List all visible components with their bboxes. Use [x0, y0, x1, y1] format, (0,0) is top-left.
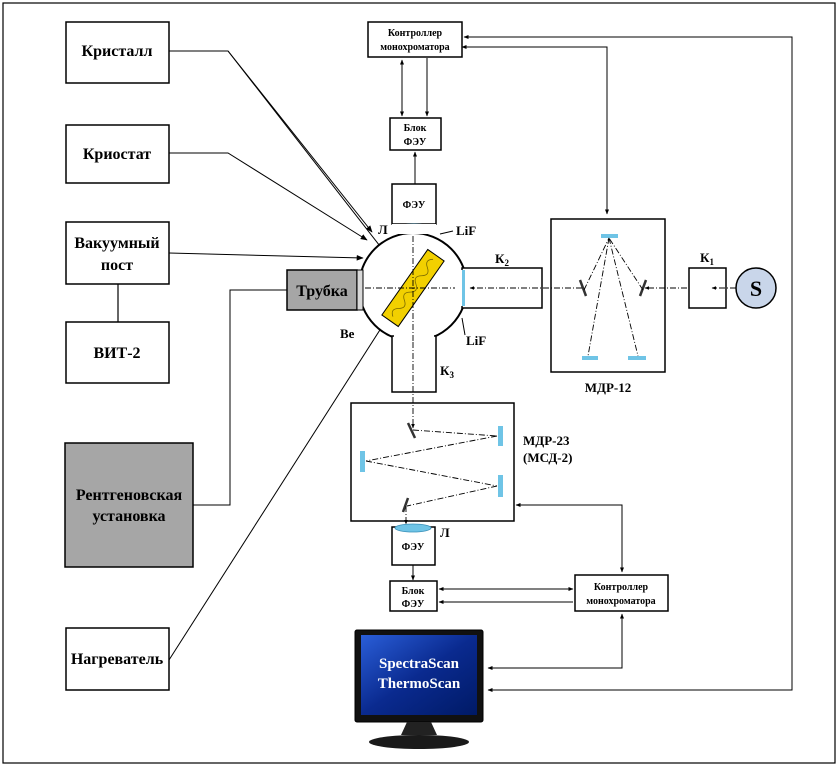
bottom-controller-line1: Контроллер [594, 582, 649, 593]
bottom-lif-label: LiF [466, 333, 486, 348]
bottom-pmt-box: ФЭУ [391, 526, 436, 566]
vacuum-label-line2: пост [101, 257, 133, 274]
be-window [356, 269, 364, 311]
bottom-pmt-block-box: Блок ФЭУ [389, 580, 438, 612]
chamber-beams [365, 236, 455, 342]
right-lif-window [462, 270, 465, 306]
vacuum-label-line1: Вакуумный [74, 235, 159, 252]
mdr12-monochromator [550, 218, 666, 373]
left-connectors [168, 50, 409, 661]
computer-monitor: SpectraScan ThermoScan [354, 629, 484, 749]
bottom-port [391, 330, 437, 393]
mdr23-slit-top [406, 422, 417, 439]
bottom-block-line2: ФЭУ [402, 599, 425, 610]
k2-label: К2 [495, 251, 509, 268]
k1-label: К1 [700, 250, 714, 267]
source-label: S [750, 276, 762, 301]
mdr23-label-line2: (МСД-2) [523, 450, 572, 465]
mdr12-right-mirror [628, 356, 646, 360]
bottom-lens-label: Л [440, 525, 450, 540]
mdr23-mirror-left [360, 451, 365, 472]
crystal-box: Кристалл [65, 21, 170, 84]
bottom-controller-line2: монохроматора [586, 596, 655, 607]
xray-label-line1: Рентгеновская [76, 487, 183, 504]
screen-text-line1: SpectraScan [379, 656, 460, 672]
heater-label: Нагреватель [71, 651, 164, 668]
top-controller-line2: монохроматора [380, 42, 449, 53]
mdr23-mirror-bottom-right [498, 475, 503, 497]
top-block-line1: Блок [404, 123, 427, 134]
bottom-pmt-label: ФЭУ [402, 542, 425, 553]
xray-tube: Трубка [286, 269, 358, 311]
bottom-controller-box: Контроллер монохроматора [574, 574, 669, 612]
top-pmt-block-box: Блок ФЭУ [389, 117, 442, 151]
light-source: S [735, 267, 777, 309]
top-lens-label: Л [378, 222, 388, 237]
mdr23-monochromator [350, 402, 515, 522]
mdr12-slit-right [638, 279, 648, 297]
mdr23-label-line1: МДР-23 [523, 433, 570, 448]
control-loops [461, 35, 793, 692]
mdr23-mirror-top-right [498, 426, 503, 446]
mdr12-label: МДР-12 [585, 380, 631, 395]
heater-box: Нагреватель [65, 627, 170, 691]
vit-label: ВИТ-2 [93, 345, 140, 362]
mdr12-slit-left [578, 279, 588, 297]
be-label: Be [340, 326, 355, 341]
vacuum-post-box: Вакуумный пост [65, 221, 170, 285]
mdr12-top-mirror [601, 234, 618, 238]
top-pmt-label: ФЭУ [403, 200, 426, 211]
mdr23-slit-bottom [401, 497, 410, 513]
top-pmt-box: ФЭУ [391, 183, 437, 225]
top-controller-line1: Контроллер [388, 28, 443, 39]
bottom-block-line1: Блок [402, 586, 425, 597]
tube-label: Трубка [296, 283, 348, 300]
crystal-label: Кристалл [82, 43, 153, 60]
screen-text-line2: ThermoScan [378, 676, 461, 692]
cryostat-label: Криостат [83, 146, 151, 163]
xray-unit-box: Рентгеновская установка [64, 442, 194, 568]
top-block-line2: ФЭУ [404, 137, 427, 148]
cryostat-box: Криостат [65, 124, 170, 184]
mdr12-left-mirror [582, 356, 598, 360]
top-lif-label: LiF [456, 223, 476, 238]
bottom-lens [394, 523, 432, 533]
top-controller-box: Контроллер монохроматора [367, 21, 463, 58]
xray-label-line2: установка [92, 508, 165, 525]
k3-label: К3 [440, 363, 454, 380]
vit-box: ВИТ-2 [65, 321, 170, 384]
